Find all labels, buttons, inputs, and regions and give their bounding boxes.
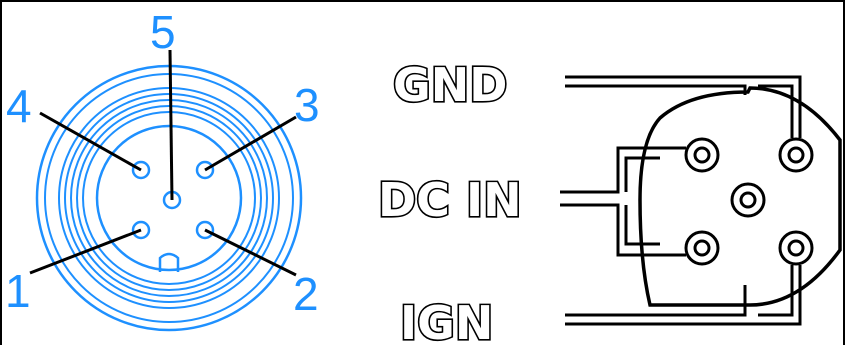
connector-face	[35, 64, 303, 332]
connector-thread-ring-2	[64, 93, 274, 303]
leader-line-2	[204, 228, 297, 277]
connector-thread-ring-5	[82, 111, 256, 285]
pin-socket-4	[131, 160, 151, 180]
leader-line-4	[39, 111, 142, 172]
label-gnd: GND	[393, 58, 507, 112]
connector-thread-ring-3	[70, 99, 268, 297]
connector-keyway	[158, 252, 180, 272]
leader-line-5	[168, 49, 174, 201]
signal-pin-bottom-right-core	[787, 239, 805, 257]
signal-pin-bottom-right	[778, 230, 814, 266]
connector-thread-ring-4	[76, 105, 262, 291]
pin-number-1: 1	[5, 265, 31, 317]
gnd-wire-inner	[565, 84, 747, 95]
dc-in-wire-mid-b	[624, 205, 660, 246]
connector-inner-face	[95, 124, 243, 272]
signal-pin-bottom-left-core	[693, 239, 711, 257]
signal-connector-outline	[638, 86, 842, 307]
pin-number-2: 2	[293, 268, 319, 320]
leader-line-1	[29, 228, 142, 275]
signal-pin-top-left-core	[693, 146, 711, 164]
pin-socket-2	[195, 220, 215, 240]
signal-pin-center-core	[739, 191, 757, 209]
label-ign: IGN	[400, 296, 493, 345]
gnd-wire-branch	[758, 84, 794, 138]
pin-socket-1	[131, 220, 151, 240]
ign-wire-branch	[758, 265, 794, 317]
pin-number-3: 3	[294, 79, 320, 131]
ign-wire-outer	[565, 265, 802, 326]
gnd-wire-outer	[565, 75, 802, 138]
signal-pin-center	[730, 182, 766, 218]
pin-leader-lines	[29, 49, 297, 277]
signal-pin-top-left	[684, 137, 720, 173]
label-dc-in: DC IN	[378, 173, 522, 227]
pin-number-5: 5	[150, 6, 176, 58]
connector-thread-ring	[58, 87, 280, 309]
signal-pin-top-right-core	[787, 146, 805, 164]
signal-connector	[638, 86, 842, 307]
leader-line-3	[204, 115, 297, 172]
pin-socket-3	[195, 160, 215, 180]
signal-pin-bottom-left	[684, 230, 720, 266]
signal-wiring	[560, 75, 802, 326]
dc-in-wire-outer	[560, 146, 686, 194]
pin-number-4: 4	[6, 80, 32, 132]
ign-wire-inner	[565, 285, 747, 317]
dc-in-wire-mid-a	[624, 156, 660, 192]
signal-pin-top-right	[778, 137, 814, 173]
dc-in-wire-inner	[560, 203, 686, 257]
